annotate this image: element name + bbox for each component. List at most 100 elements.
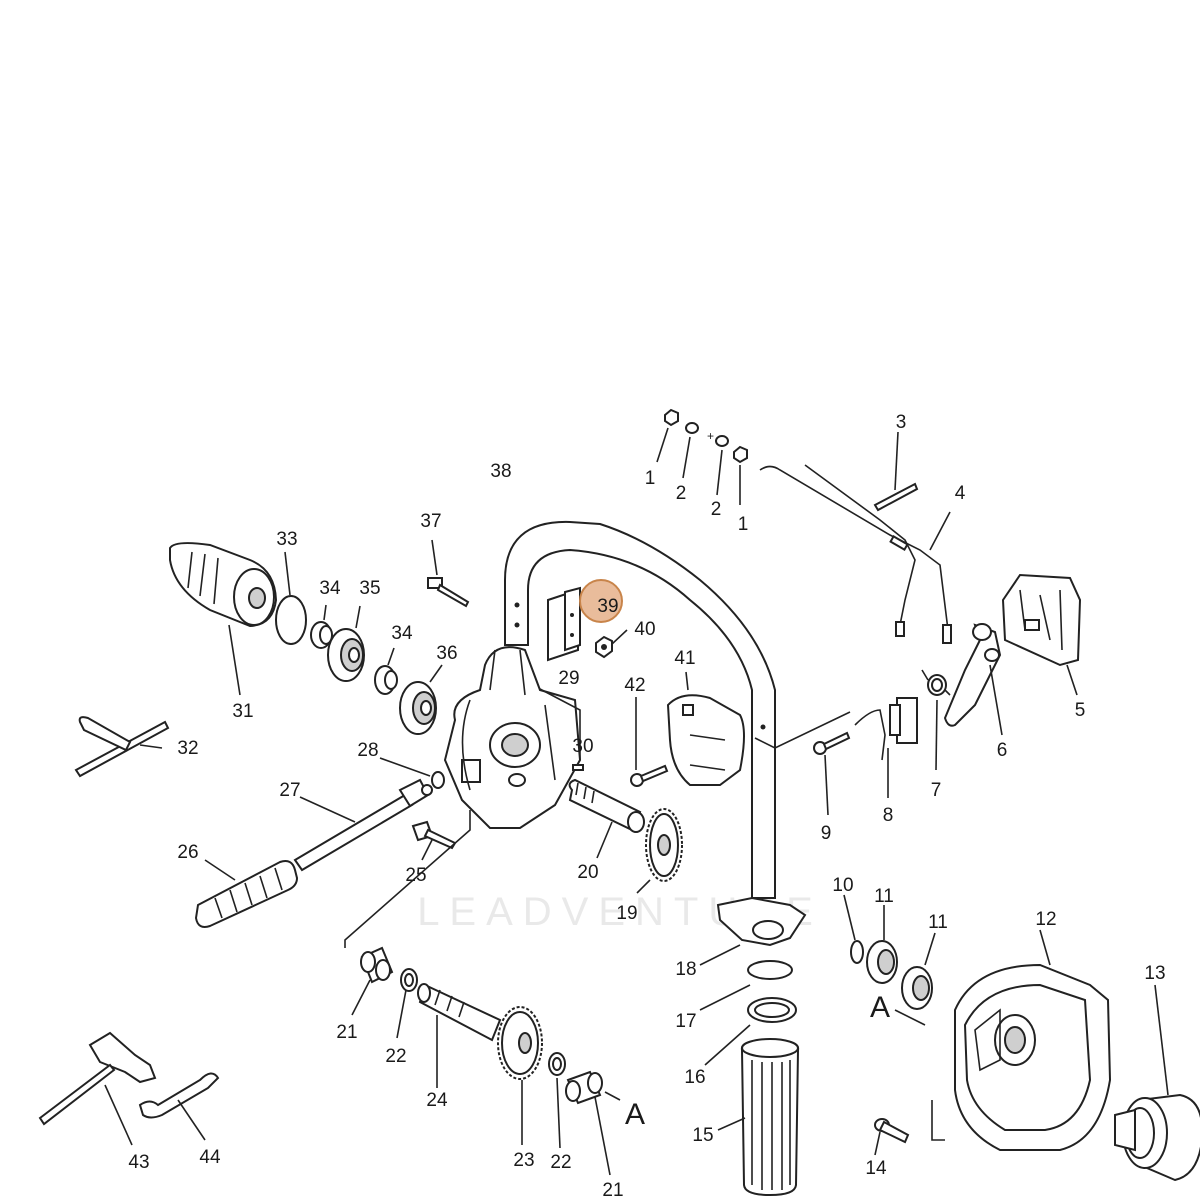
callout-labels: 1 1 2 2 3 4 5 6 7 8 9 10 11 11 12 13 14 … [128,412,1165,1200]
screw-14 [874,1118,910,1156]
shaft-27 [293,778,433,872]
callout-21-left[interactable]: 21 [336,1022,357,1043]
shaft-24 [417,983,502,1088]
bolt-3 [873,431,919,512]
callout-5[interactable]: 5 [1075,700,1086,721]
reference-a-right: A [870,991,890,1024]
callout-42[interactable]: 42 [624,675,645,696]
callout-1-right[interactable]: 1 [738,514,749,535]
screw-9 [813,731,851,816]
callout-26[interactable]: 26 [177,842,198,863]
switch-8 [854,697,918,798]
callout-18[interactable]: 18 [675,959,696,980]
snap-ring-10 [843,894,864,964]
snap-ring-33 [275,551,307,645]
bearing-35 [327,605,365,682]
callout-34-bottom[interactable]: 34 [391,623,413,644]
plate-18 [699,896,807,966]
callout-34-top[interactable]: 34 [319,578,341,599]
chuck-31 [169,542,278,696]
callout-11-left[interactable]: 11 [874,886,894,907]
callout-4[interactable]: 4 [955,483,966,504]
bolt-25 [411,820,457,861]
screw-42 [630,697,669,787]
callout-37[interactable]: 37 [420,511,441,532]
bolt-37 [427,539,470,608]
grip-15 [717,1038,800,1197]
callout-22-left[interactable]: 22 [385,1046,406,1067]
highlight-marker[interactable] [579,579,623,623]
callout-17[interactable]: 17 [675,1011,696,1032]
washer-16 [704,997,797,1066]
cover-41 [666,671,745,786]
sleeve-21a [351,946,394,1016]
callout-10[interactable]: 10 [832,875,853,896]
washer-28 [379,757,445,789]
callout-19[interactable]: 19 [616,903,637,924]
spring-7 [921,669,951,771]
wrench-43 [38,1031,157,1146]
callout-15[interactable]: 15 [692,1125,713,1146]
lever-6 [943,623,1003,736]
callout-28[interactable]: 28 [357,740,378,761]
small-hardware-1-2: + [656,408,748,505]
ring-17 [699,960,793,1011]
t-wrench-32 [74,716,170,778]
callout-8[interactable]: 8 [883,805,894,826]
reference-a-bottom: A [625,1098,645,1131]
bearing-11b [901,932,936,1010]
callout-11-right[interactable]: 11 [928,912,948,933]
nut-40 [595,629,628,659]
bearing-36 [399,664,443,735]
callout-31[interactable]: 31 [232,701,253,722]
callout-3[interactable]: 3 [896,412,907,433]
callout-25[interactable]: 25 [405,865,426,886]
callout-30[interactable]: 30 [572,736,593,757]
callout-35[interactable]: 35 [359,578,380,599]
callout-23[interactable]: 23 [513,1150,534,1171]
callout-44[interactable]: 44 [199,1147,221,1168]
callout-20[interactable]: 20 [577,862,598,883]
callout-6[interactable]: 6 [997,740,1008,761]
gear-19 [636,808,683,894]
handle-bar-38 [504,520,776,899]
callout-24[interactable]: 24 [426,1090,448,1111]
callout-36[interactable]: 36 [436,643,457,664]
callout-33[interactable]: 33 [276,529,297,550]
washer-22a [396,968,418,1039]
callout-2-left[interactable]: 2 [676,483,687,504]
callout-22-right[interactable]: 22 [550,1152,571,1173]
callout-9[interactable]: 9 [821,823,832,844]
callout-14[interactable]: 14 [865,1158,887,1179]
svg-text:+: + [707,429,714,443]
callout-40[interactable]: 40 [634,619,655,640]
cup-13 [1114,984,1200,1182]
callout-29[interactable]: 29 [558,668,579,689]
callout-13[interactable]: 13 [1144,963,1165,984]
callout-21-right[interactable]: 21 [602,1180,623,1200]
callout-27[interactable]: 27 [279,780,300,801]
callout-43[interactable]: 43 [128,1152,149,1173]
callout-1-left[interactable]: 1 [645,468,656,489]
cable-4 [759,464,952,644]
shaft-20 [568,778,645,859]
callout-32[interactable]: 32 [177,738,198,759]
washer-34a [310,604,333,649]
bracket-39 [547,586,581,662]
callout-7[interactable]: 7 [931,780,942,801]
callout-16[interactable]: 16 [684,1067,705,1088]
housing-12 [954,929,1112,1151]
callout-39[interactable]: 39 [597,596,618,617]
washer-22b [548,1052,566,1149]
pin-30 [572,764,584,771]
callout-12[interactable]: 12 [1035,909,1056,930]
callout-2-right[interactable]: 2 [711,499,722,520]
bearing-11a [866,905,898,984]
gear-23 [497,1006,543,1145]
switch-housing-5 [1001,573,1082,696]
callout-38[interactable]: 38 [490,461,511,482]
grip-26 [194,859,299,928]
callout-41[interactable]: 41 [674,648,695,669]
